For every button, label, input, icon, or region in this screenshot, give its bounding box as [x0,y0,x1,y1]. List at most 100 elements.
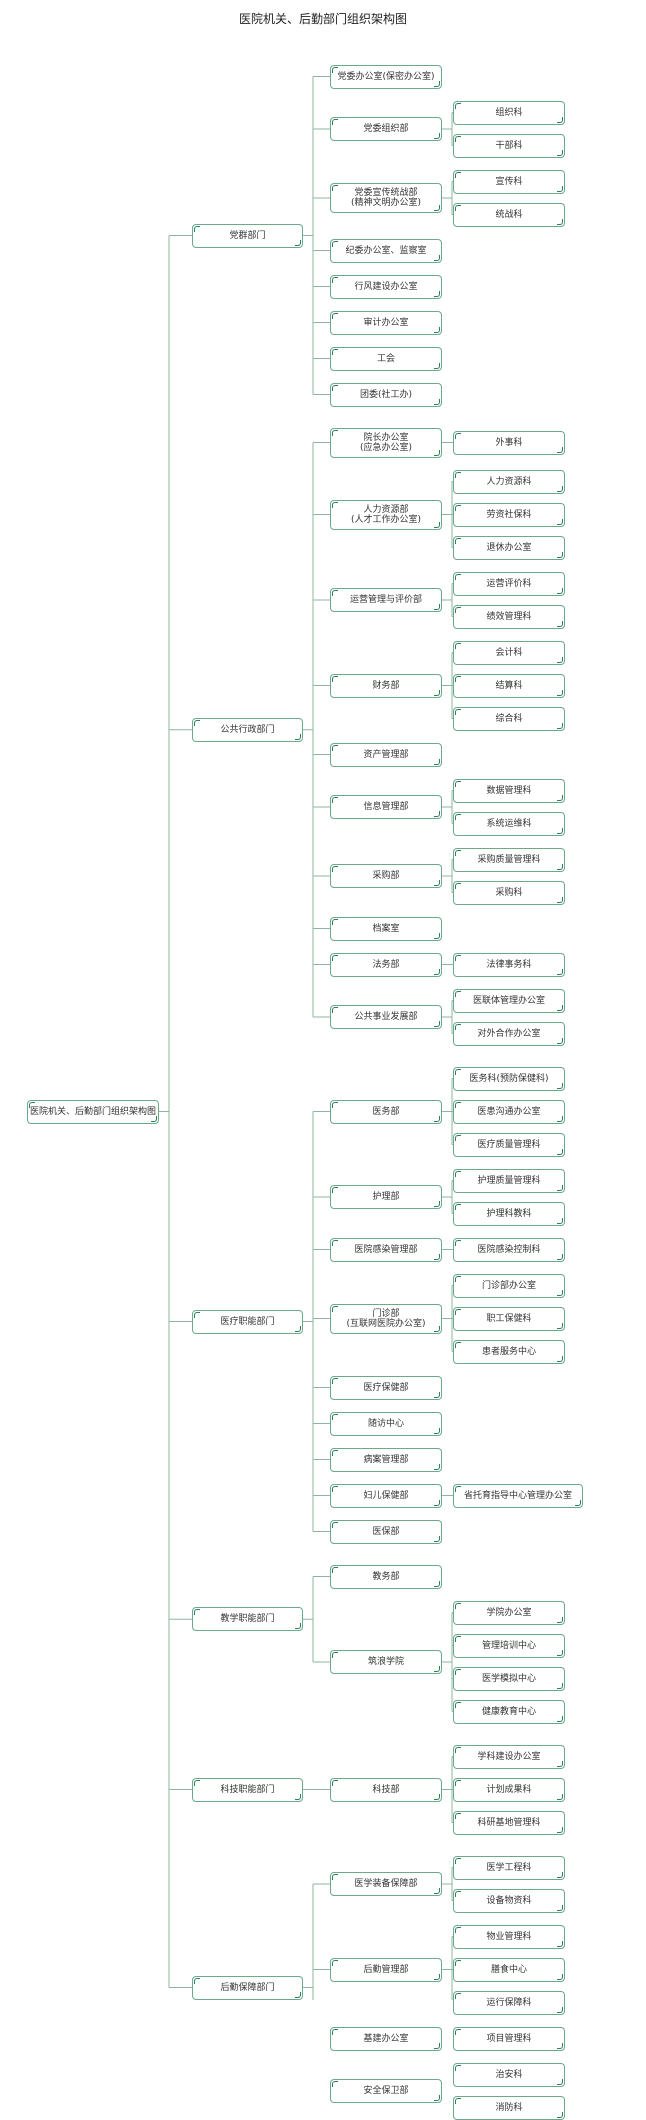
section-node[interactable]: 职工保健科 [453,1306,565,1331]
category-node[interactable]: 后勤保障部门 [192,1975,303,2000]
category-node[interactable]: 医疗职能部门 [192,1309,303,1334]
department-node[interactable]: 医疗保健部 [330,1375,442,1400]
department-node[interactable]: 审计办公室 [330,310,442,335]
section-node[interactable]: 学院办公室 [453,1600,565,1625]
department-node[interactable]: 医务部 [330,1099,442,1124]
section-node[interactable]: 医学模拟中心 [453,1666,565,1691]
department-node[interactable]: 党委办公室(保密办公室) [330,64,442,89]
department-node[interactable]: 运营管理与评价部 [330,588,442,612]
section-node[interactable]: 护理科教科 [453,1201,565,1226]
section-node[interactable]: 会计科 [453,640,565,665]
department-node[interactable]: 医院感染管理部 [330,1237,442,1262]
section-node[interactable]: 医疗质量管理科 [453,1132,565,1157]
node-label: 会计科 [495,647,523,658]
section-node[interactable]: 采购质量管理科 [453,847,565,872]
section-node[interactable]: 门诊部办公室 [453,1273,565,1298]
section-node[interactable]: 退休办公室 [453,535,565,560]
section-node[interactable]: 运行保障科 [453,1990,565,2015]
node-label: 公共行政部门 [220,724,275,735]
section-node[interactable]: 宣传科 [453,169,565,194]
section-node[interactable]: 护理质量管理科 [453,1168,565,1193]
department-node[interactable]: 财务部 [330,673,442,698]
node-label: 运营管理与评价部 [349,595,422,605]
department-node[interactable]: 后勤管理部 [330,1957,442,1982]
section-node[interactable]: 健康教育中心 [453,1699,565,1724]
department-node[interactable]: 资产管理部 [330,742,442,767]
department-node[interactable]: 筑浪学院 [330,1650,442,1674]
section-node[interactable]: 综合科 [453,706,565,731]
department-node[interactable]: 公共事业发展部 [330,1005,442,1029]
section-node[interactable]: 项目管理科 [453,2026,565,2051]
department-node[interactable]: 档案室 [330,916,442,941]
department-node[interactable]: 纪委办公室、监察室 [330,238,442,263]
node-label: 党委宣传统战部 (精神文明办公室) [350,188,422,208]
section-node[interactable]: 医学工程科 [453,1855,565,1880]
department-node[interactable]: 党委组织部 [330,117,442,141]
section-node[interactable]: 消防科 [453,2095,565,2120]
section-node[interactable]: 系统运维科 [453,811,565,836]
node-label: 党委办公室(保密办公室) [337,71,435,82]
node-label: 基建办公室 [363,2033,409,2044]
department-node[interactable]: 随访中心 [330,1411,442,1436]
section-node[interactable]: 人力资源科 [453,469,565,494]
section-node[interactable]: 法律事务科 [453,952,565,977]
department-node[interactable]: 医学装备保障部 [330,1872,442,1896]
node-label: 工会 [376,353,395,364]
node-label: 法务部 [372,959,400,970]
section-node[interactable]: 采购科 [453,880,565,905]
department-node[interactable]: 法务部 [330,952,442,977]
section-node[interactable]: 组织科 [453,100,565,125]
category-node[interactable]: 科技职能部门 [192,1777,303,1802]
section-node[interactable]: 学科建设办公室 [453,1744,565,1769]
section-node[interactable]: 医联体管理办公室 [453,988,565,1013]
section-node[interactable]: 运营评价科 [453,571,565,596]
department-node[interactable]: 信息管理部 [330,795,442,819]
category-node[interactable]: 教学职能部门 [192,1607,303,1632]
department-node[interactable]: 行风建设办公室 [330,274,442,299]
department-node[interactable]: 采购部 [330,864,442,888]
department-node[interactable]: 院长办公室 (应急办公室) [330,427,442,458]
department-node[interactable]: 病案管理部 [330,1447,442,1472]
section-node[interactable]: 科研基地管理科 [453,1810,565,1835]
section-node[interactable]: 治安科 [453,2062,565,2087]
section-node[interactable]: 省托育指导中心管理办公室 [453,1483,583,1508]
node-label: 系统运维科 [486,818,532,829]
node-label: 医联体管理办公室 [472,995,545,1006]
category-node[interactable]: 公共行政部门 [192,717,303,742]
department-node[interactable]: 基建办公室 [330,2026,442,2051]
section-node[interactable]: 统战科 [453,202,565,227]
department-node[interactable]: 党委宣传统战部 (精神文明办公室) [330,183,442,213]
section-node[interactable]: 绩效管理科 [453,604,565,629]
section-node[interactable]: 对外合作办公室 [453,1021,565,1046]
department-node[interactable]: 教务部 [330,1564,442,1589]
section-node[interactable]: 管理培训中心 [453,1633,565,1658]
department-node[interactable]: 门诊部 (互联网医院办公室) [330,1303,442,1334]
section-node[interactable]: 患者服务中心 [453,1339,565,1364]
department-node[interactable]: 科技部 [330,1777,442,1802]
department-node[interactable]: 工会 [330,346,442,371]
root-node[interactable]: 医院机关、后勤部门组织架构图 [27,1099,159,1124]
node-label: 财务部 [372,680,400,691]
section-node[interactable]: 医务科(预防保健科) [453,1066,565,1091]
section-node[interactable]: 医院感染控制科 [453,1237,565,1262]
section-node[interactable]: 膳食中心 [453,1957,565,1982]
department-node[interactable]: 安全保卫部 [330,2079,442,2103]
section-node[interactable]: 物业管理科 [453,1924,565,1949]
department-node[interactable]: 人力资源部 (人才工作办公室) [330,499,442,530]
department-node[interactable]: 医保部 [330,1519,442,1544]
section-node[interactable]: 干部科 [453,133,565,158]
department-node[interactable]: 护理部 [330,1185,442,1209]
section-node[interactable]: 医患沟通办公室 [453,1099,565,1124]
section-node[interactable]: 结算科 [453,673,565,698]
section-node[interactable]: 数据管理科 [453,778,565,803]
node-label: 人力资源部 (人才工作办公室) [350,504,422,525]
node-label: 党委组织部 [363,124,409,134]
section-node[interactable]: 计划成果科 [453,1777,565,1802]
department-node[interactable]: 妇儿保健部 [330,1483,442,1508]
node-label: 物业管理科 [486,1931,532,1942]
section-node[interactable]: 劳资社保科 [453,502,565,527]
section-node[interactable]: 设备物资科 [453,1888,565,1913]
category-node[interactable]: 党群部门 [192,223,303,248]
department-node[interactable]: 团委(社工办) [330,382,442,407]
section-node[interactable]: 外事科 [453,430,565,455]
